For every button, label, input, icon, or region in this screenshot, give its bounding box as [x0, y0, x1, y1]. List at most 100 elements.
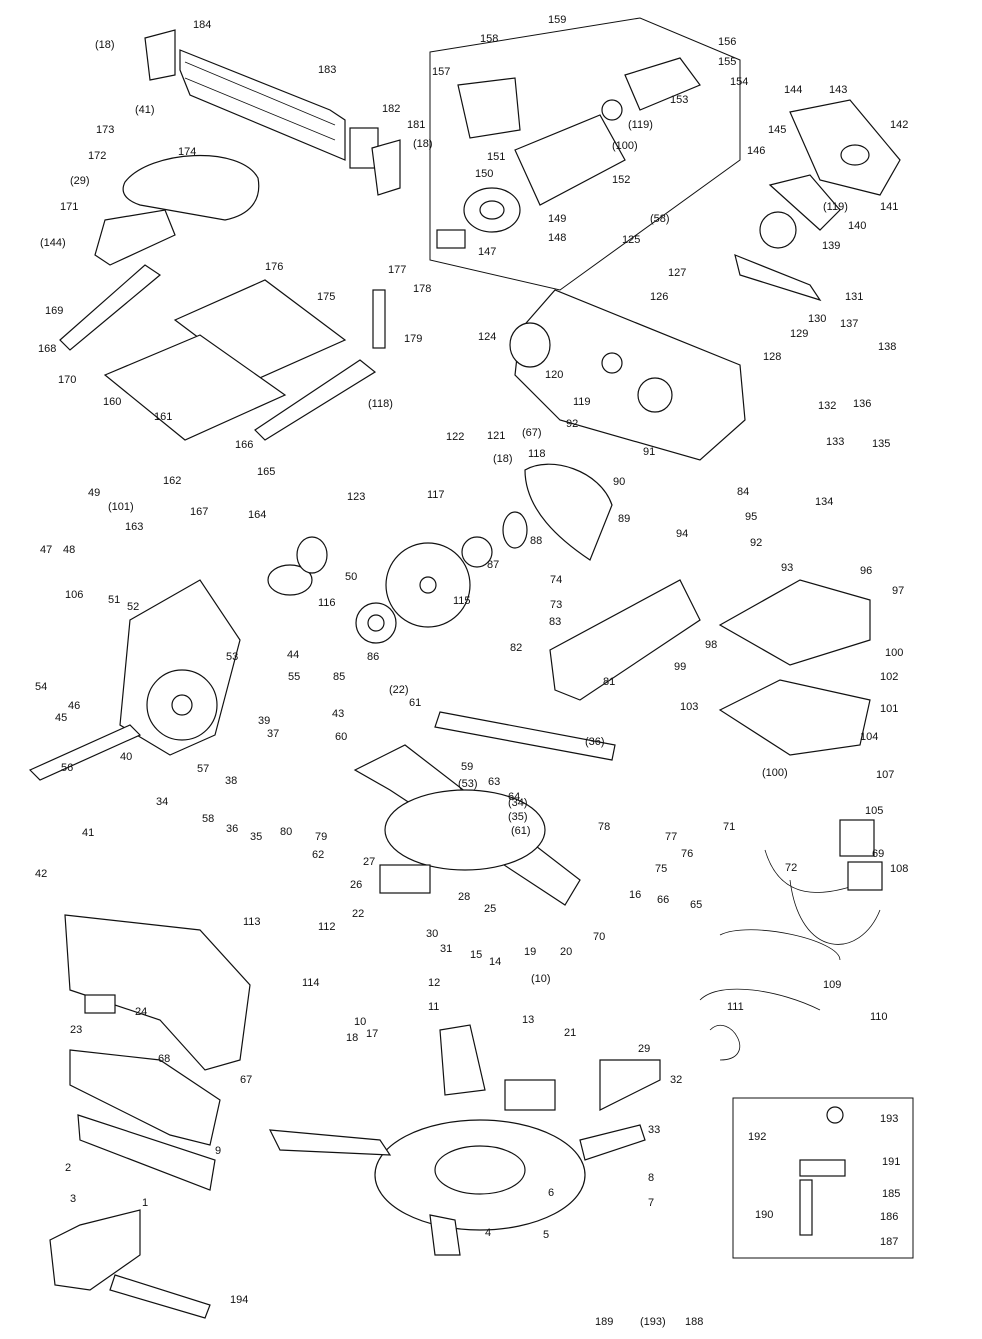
part-callout: 189	[595, 1316, 613, 1328]
part-callout: 153	[670, 94, 688, 106]
part-callout: 80	[280, 826, 292, 838]
part-callout: 83	[549, 616, 561, 628]
part-callout: 125	[622, 234, 640, 246]
part-callout: 41	[82, 827, 94, 839]
part-callout: 135	[872, 438, 890, 450]
part-callout: 133	[826, 436, 844, 448]
part-callout: 31	[440, 943, 452, 955]
part-callout: 78	[598, 821, 610, 833]
part-callout: 29	[638, 1043, 650, 1055]
part-callout: 111	[727, 1001, 744, 1013]
part-callout: 174	[178, 146, 196, 158]
part-callout: 6	[548, 1187, 554, 1199]
part-callout: 51	[108, 594, 120, 606]
part-callout: 14	[489, 956, 501, 968]
lower-blade-guard	[524, 463, 613, 561]
part-callout: 192	[748, 1131, 766, 1143]
rail-bar	[434, 711, 616, 761]
part-callout: 162	[163, 475, 181, 487]
part-callout: 59	[461, 761, 473, 773]
part-callout: 121	[487, 430, 505, 442]
fence-rail	[144, 29, 346, 161]
part-callout: 141	[880, 201, 898, 213]
part-callout: 183	[318, 64, 336, 76]
part-callout: (58)	[650, 213, 670, 225]
part-callout: 186	[880, 1211, 898, 1223]
part-callout: 147	[478, 246, 496, 258]
part-callout: 101	[880, 703, 898, 715]
part-callout: 115	[453, 595, 471, 607]
power-cords	[699, 849, 883, 1061]
part-callout: 176	[265, 261, 283, 273]
part-callout: 138	[878, 341, 896, 353]
part-callout: 188	[685, 1316, 703, 1328]
part-callout: 97	[892, 585, 904, 597]
part-callout: 194	[230, 1294, 248, 1306]
part-callout: 36	[226, 823, 238, 835]
part-callout: 38	[225, 775, 237, 787]
upper-guard-covers	[64, 914, 251, 1191]
part-callout: 84	[737, 486, 749, 498]
part-callout: 3	[70, 1193, 76, 1205]
part-callout: 126	[650, 291, 668, 303]
part-callout: 92	[750, 537, 762, 549]
part-callout: 23	[70, 1024, 82, 1036]
part-callout: 161	[154, 411, 172, 423]
part-callout: 165	[257, 466, 275, 478]
part-callout: 122	[446, 431, 464, 443]
part-callout: 108	[890, 863, 908, 875]
part-callout: 164	[248, 509, 266, 521]
part-callout: 129	[790, 328, 808, 340]
part-callout: 127	[668, 267, 686, 279]
part-callout: 142	[890, 119, 908, 131]
part-callout: 81	[603, 676, 615, 688]
part-callout: 67	[240, 1074, 252, 1086]
part-callout: 128	[763, 351, 781, 363]
part-callout: 63	[488, 776, 500, 788]
part-callout: 114	[302, 977, 320, 989]
part-callout: 145	[768, 124, 786, 136]
part-callout: 193	[880, 1113, 898, 1125]
part-callout: 113	[243, 916, 261, 928]
part-callout: 45	[55, 712, 67, 724]
part-callout: (35)	[508, 811, 528, 823]
part-callout: 104	[860, 731, 878, 743]
part-callout: 15	[470, 949, 482, 961]
part-callout: 167	[190, 506, 208, 518]
part-callout: 44	[287, 649, 299, 661]
part-callout: 57	[197, 763, 209, 775]
part-callout: 136	[853, 398, 871, 410]
part-callout: 71	[723, 821, 735, 833]
handle	[94, 154, 260, 266]
part-callout: 95	[745, 511, 757, 523]
part-callout: 163	[125, 521, 143, 533]
part-callout: 74	[550, 574, 562, 586]
part-callout: 35	[250, 831, 262, 843]
part-callout: (100)	[762, 767, 788, 779]
part-callout: 168	[38, 343, 56, 355]
part-callout: 146	[747, 145, 765, 157]
part-callout: 156	[718, 36, 736, 48]
part-callout: 40	[120, 751, 132, 763]
part-callout: 107	[876, 769, 894, 781]
part-callout: 134	[815, 496, 833, 508]
part-callout: 137	[840, 318, 858, 330]
part-callout: 184	[193, 19, 211, 31]
part-callout: (119)	[628, 119, 653, 131]
part-callout: 152	[612, 174, 630, 186]
fence-bracket	[349, 127, 401, 196]
inset-box	[732, 1097, 914, 1259]
saw-arm-housing	[509, 289, 746, 461]
part-callout: 19	[524, 946, 536, 958]
part-callout: 64	[508, 791, 520, 803]
part-callout: 112	[318, 921, 336, 933]
part-callout: 98	[705, 639, 717, 651]
part-callout: 140	[848, 220, 866, 232]
part-callout: 73	[550, 599, 562, 611]
part-callout: (193)	[640, 1316, 666, 1328]
part-callout: (29)	[70, 175, 90, 187]
part-callout: (61)	[511, 825, 531, 837]
motor-group-frame	[429, 17, 741, 291]
part-callout: 151	[487, 151, 505, 163]
part-callout: 13	[522, 1014, 534, 1026]
